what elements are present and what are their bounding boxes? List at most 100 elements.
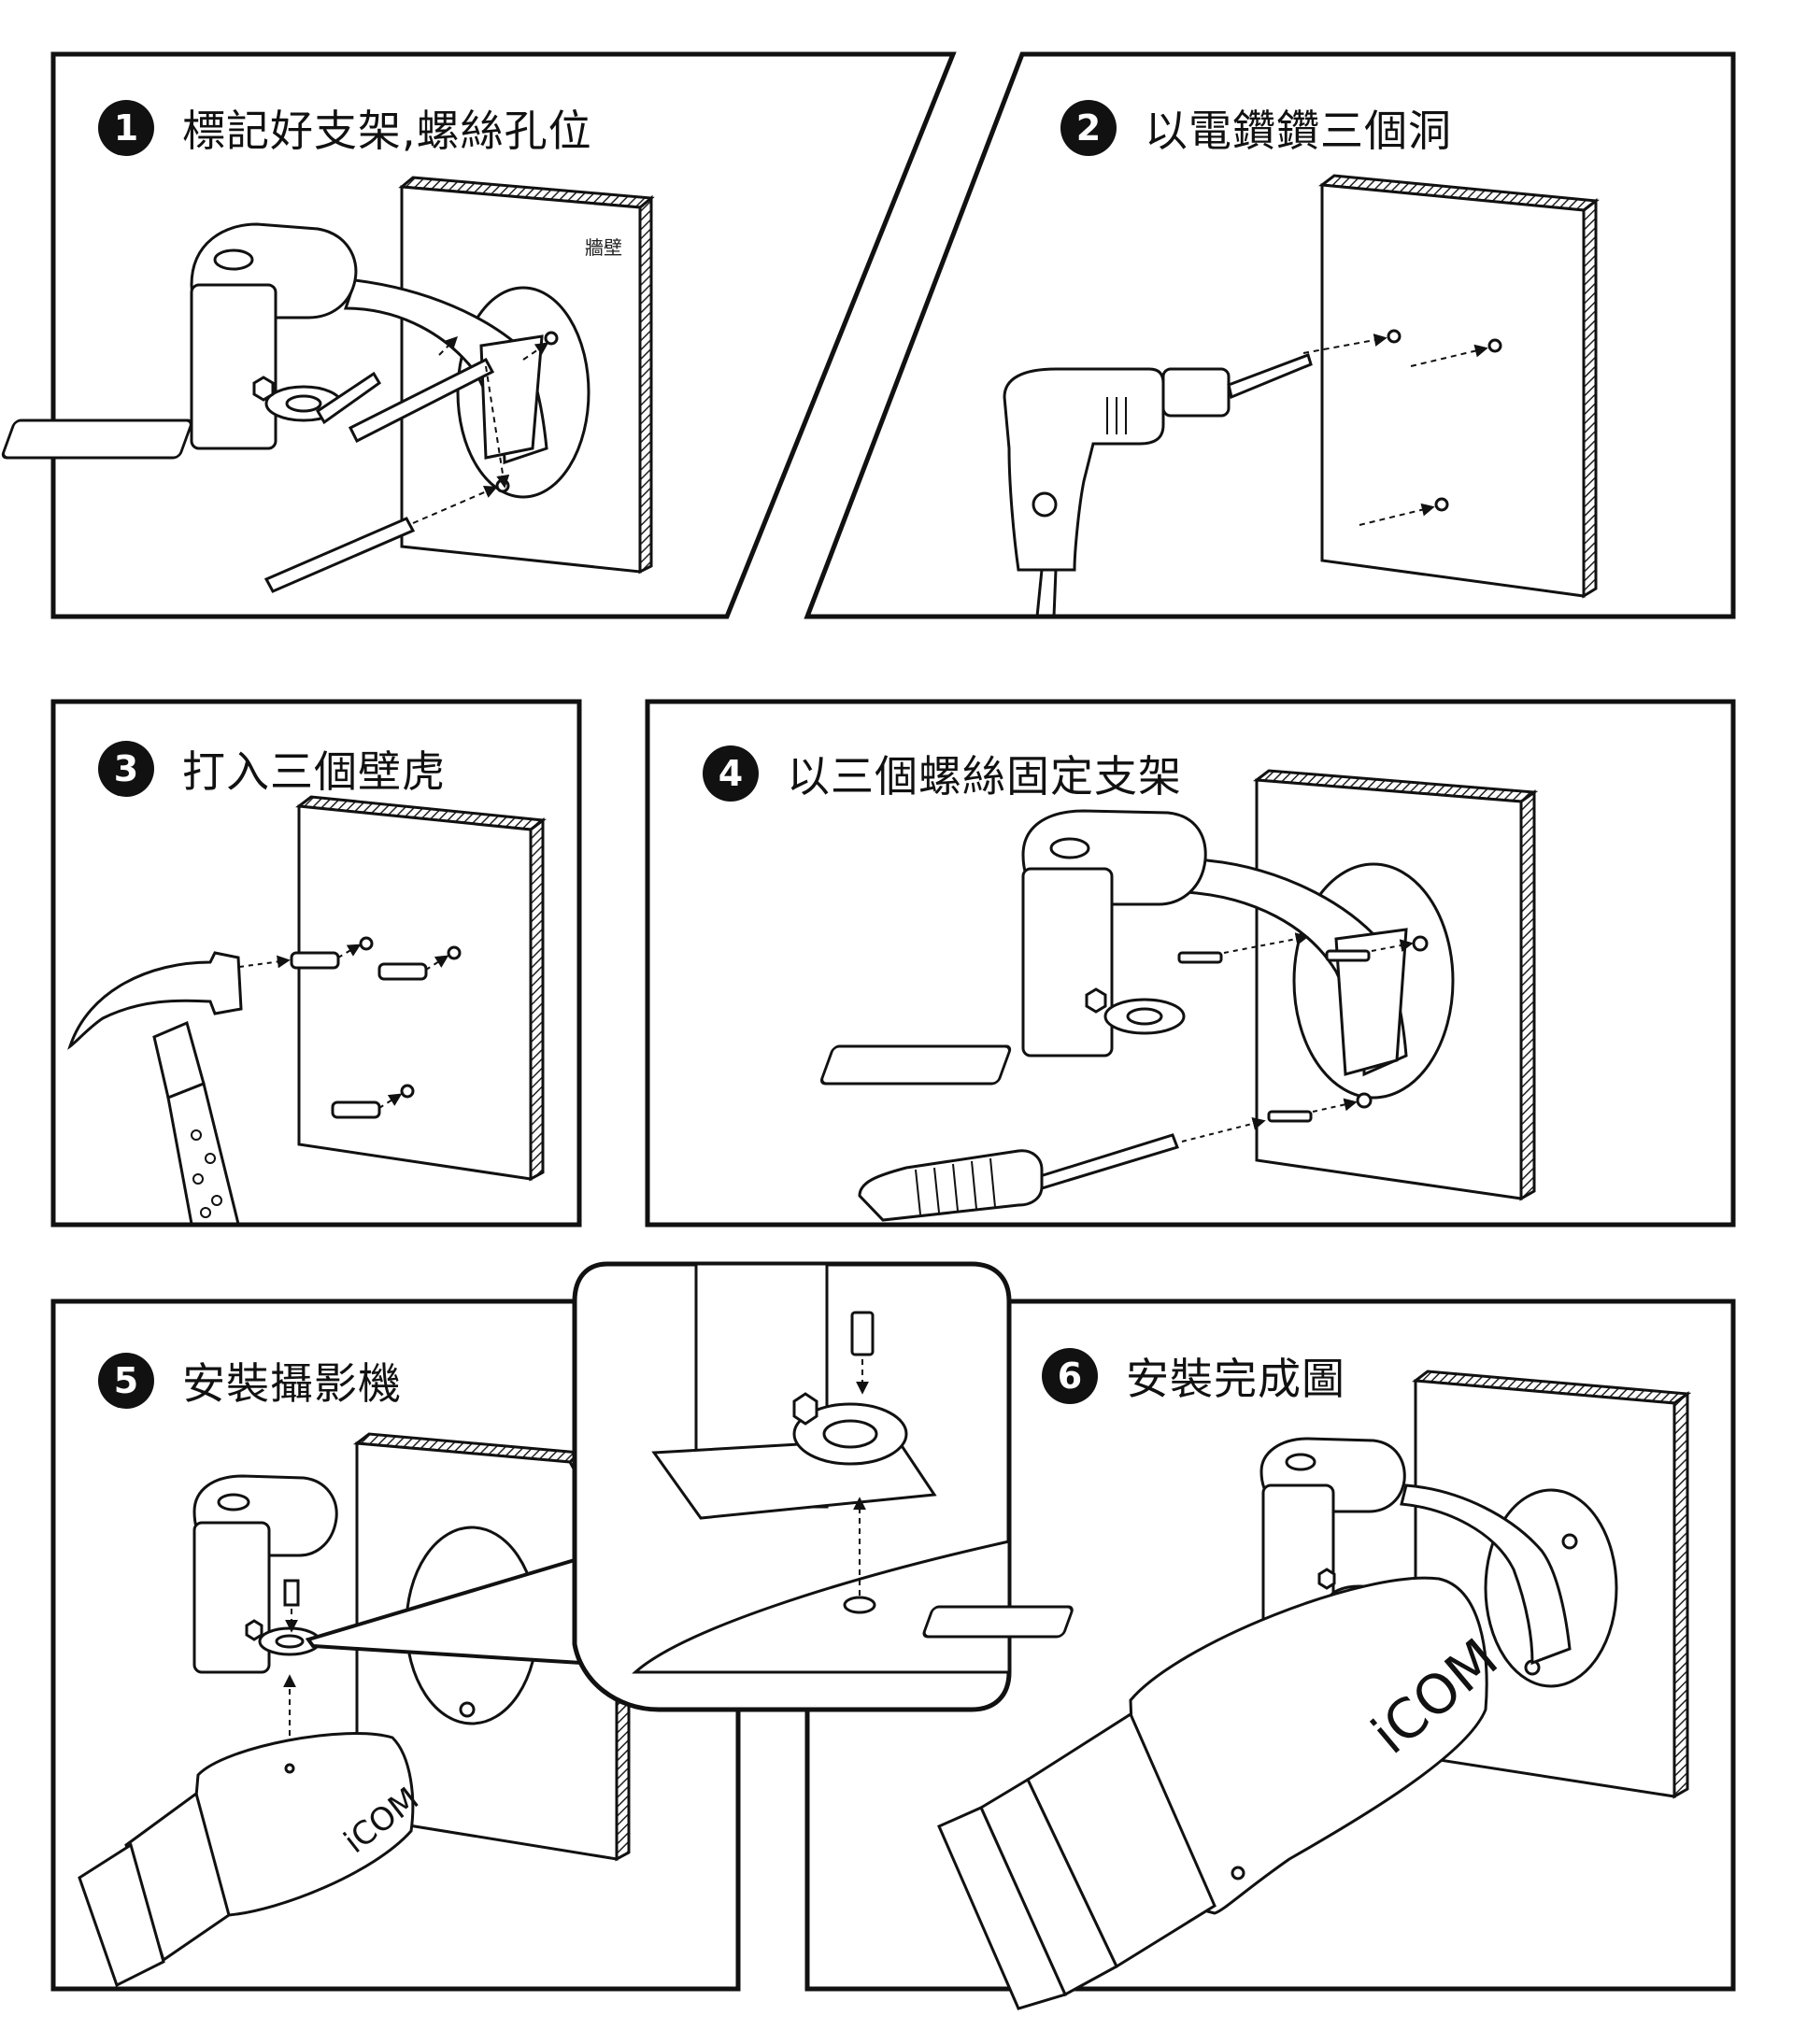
mount-body	[190, 283, 277, 450]
callout-camera-top	[632, 1540, 1011, 1674]
wall-side-hatch	[1582, 197, 1598, 599]
step-title: 打入三個壁虎	[182, 746, 446, 797]
step-4-heading: 4 以三個螺絲固定支架	[703, 743, 1182, 804]
mount-base	[922, 1605, 1074, 1639]
grip-dot	[205, 1153, 216, 1164]
panel-2-illustration	[1003, 174, 1600, 617]
mount-base	[1, 419, 193, 460]
mount-top-hole	[217, 1493, 250, 1512]
step-title: 安裝攝影機	[182, 1358, 402, 1409]
wall-label: 牆壁	[585, 236, 622, 259]
screw-path	[1181, 1116, 1266, 1143]
screw	[1267, 1110, 1313, 1123]
screwdriver-shaft	[1034, 1133, 1179, 1190]
wall	[297, 804, 533, 1181]
step-number-badge: 3	[98, 741, 154, 797]
drilled-hole	[400, 1084, 415, 1099]
drill-chuck	[1161, 367, 1231, 418]
mount-body	[192, 1521, 271, 1674]
camera-screw	[1231, 1866, 1245, 1881]
mount-washer-inner	[285, 394, 322, 413]
drill-cord	[1035, 569, 1058, 617]
screw-hole	[544, 331, 559, 346]
mark-line	[438, 336, 458, 356]
drilled-hole	[1434, 497, 1449, 512]
step-3-heading: 3 打入三個壁虎	[98, 738, 446, 800]
screw-hole	[1356, 1092, 1373, 1109]
bracket-socket	[479, 334, 544, 460]
bracket-socket	[1334, 928, 1408, 1076]
handle-groove	[971, 1160, 977, 1210]
camera-body	[1129, 1576, 1488, 1915]
wall-anchor	[290, 951, 340, 970]
step-title: 安裝完成圖	[1126, 1354, 1345, 1404]
step-number-badge: 4	[703, 745, 759, 802]
drill-trigger-button	[1032, 491, 1058, 518]
panel-4-frame	[645, 699, 1736, 1228]
drill-path	[1359, 503, 1435, 526]
pencil	[348, 358, 495, 444]
drilled-hole	[447, 945, 462, 960]
panel-2-frame	[804, 51, 1736, 619]
drilled-hole	[359, 936, 374, 951]
screw	[1177, 951, 1223, 964]
camera-mount-hole	[284, 1763, 295, 1774]
wall-side-hatch	[1519, 789, 1536, 1201]
mount-body	[1021, 867, 1114, 1057]
hammer-head	[67, 951, 243, 1050]
drilled-hole	[1387, 329, 1402, 344]
grip-dot	[192, 1173, 204, 1185]
insert-path	[238, 955, 291, 969]
camera-lens-front	[78, 1842, 165, 1988]
grip-dot	[191, 1129, 202, 1141]
hex-nut	[252, 376, 275, 402]
screw-path	[1371, 939, 1414, 952]
step-number-badge: 6	[1042, 1348, 1098, 1404]
mount-top-hole	[213, 248, 254, 271]
handle-groove	[952, 1163, 959, 1212]
hex-nut	[1317, 1568, 1336, 1590]
panel-4-illustration	[819, 769, 1539, 1222]
panel-5-illustration	[78, 1261, 1012, 1988]
insert-path	[337, 944, 362, 958]
callout-hex-nut	[792, 1392, 818, 1426]
panel-3-illustration	[67, 795, 547, 1226]
wall-side-hatch	[529, 816, 545, 1182]
pencil	[315, 371, 381, 425]
callout-washer-inner	[822, 1419, 878, 1449]
mount-top-hole	[1285, 1453, 1316, 1471]
drill-body	[1003, 367, 1165, 572]
insert-path	[378, 1093, 403, 1109]
drill-path	[1302, 334, 1387, 354]
insert-path	[425, 955, 449, 971]
camera-lens-front	[937, 1806, 1068, 2010]
bracket-arm	[1400, 1483, 1572, 1666]
hammer-handle	[166, 1081, 240, 1226]
screw-hole	[459, 1701, 476, 1718]
wall-side-hatch	[1672, 1391, 1689, 1799]
mark-line	[412, 486, 498, 524]
step-title: 標記好支架,螺絲孔位	[182, 106, 592, 156]
step-number-badge: 5	[98, 1353, 154, 1409]
mount-washer-inner	[1126, 1007, 1163, 1026]
step-title: 以電鑽鑽三個洞	[1145, 106, 1452, 156]
screw	[1325, 949, 1371, 962]
mounting-screw	[283, 1579, 300, 1607]
drill-bit	[1227, 353, 1313, 400]
panel-1-illustration	[1, 176, 655, 593]
pencil	[263, 517, 416, 593]
handle-groove	[915, 1169, 921, 1215]
screw-hole	[495, 478, 510, 493]
screw-path	[1223, 932, 1309, 954]
step-number-badge: 2	[1060, 100, 1117, 156]
step-number-badge: 1	[98, 100, 154, 156]
screw-hole	[1412, 935, 1429, 952]
screwdriver-handle	[858, 1149, 1044, 1222]
handle-groove	[933, 1167, 940, 1214]
step-6-heading: 6 安裝完成圖	[1042, 1345, 1345, 1407]
hex-nut	[1085, 987, 1107, 1014]
screw-head	[1561, 1533, 1578, 1550]
callout-camera-hole	[843, 1596, 876, 1614]
wall-anchor	[331, 1100, 381, 1119]
